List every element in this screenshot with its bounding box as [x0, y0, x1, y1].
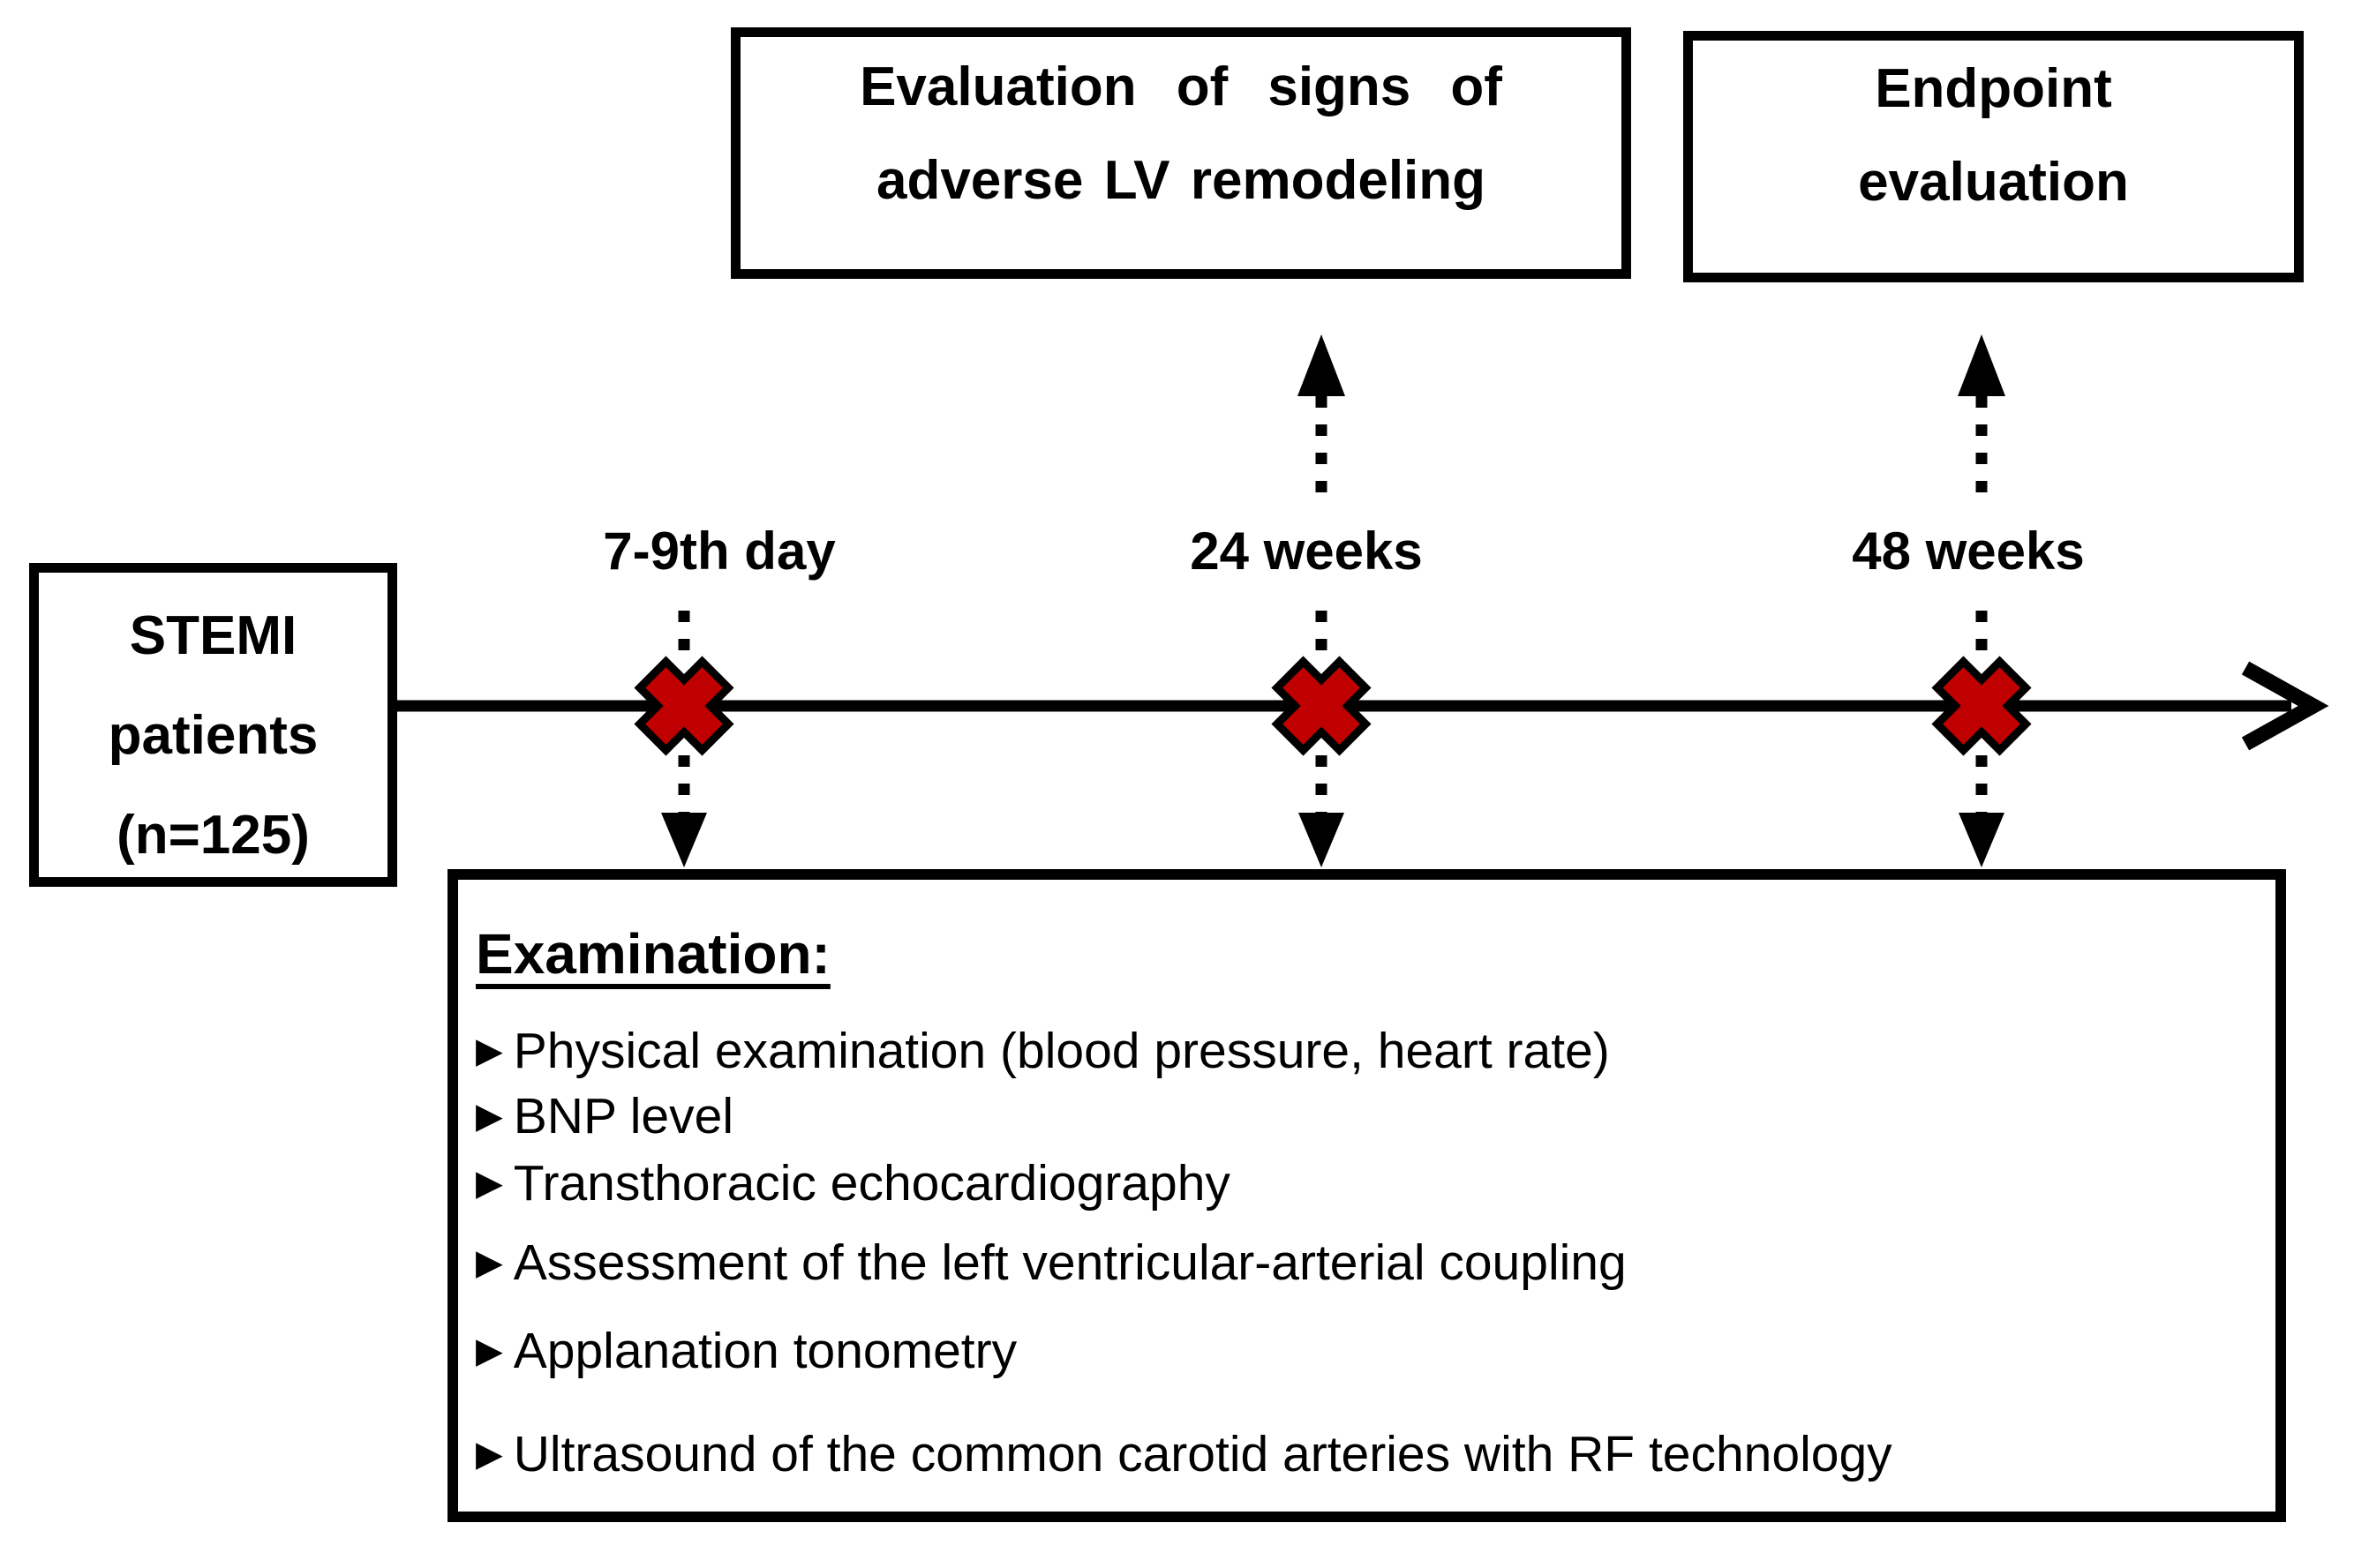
bullet-triangle-icon: ▶	[476, 1243, 503, 1282]
examination-item-text: Applanation tonometry	[513, 1323, 1018, 1379]
population-box: STEMI patients (n=125)	[29, 563, 397, 887]
evaluation-box-line2: adverse LV remodeling	[876, 150, 1486, 211]
examination-item-text: BNP level	[513, 1088, 734, 1144]
examination-box: Examination: ▶ Physical examination (blo…	[447, 869, 2286, 1522]
evaluation-box: Evaluation of signs of adverse LV remode…	[731, 27, 1631, 279]
bullet-triangle-icon: ▶	[476, 1332, 503, 1370]
timeline-right-arrowhead-icon	[2241, 661, 2329, 751]
examination-heading: Examination:	[476, 922, 831, 986]
up-arrowhead-icon	[1297, 334, 1345, 396]
examination-item: ▶ Ultrasound of the common carotid arter…	[476, 1422, 2275, 1487]
timepoint-label-7-9th-day: 7-9th day	[603, 521, 836, 581]
examination-item-text: Ultrasound of the common carotid arterie…	[513, 1426, 1892, 1482]
down-arrowhead-icon	[1959, 813, 2004, 867]
examination-item: ▶ Physical examination (blood pressure, …	[476, 1018, 2275, 1084]
bullet-triangle-icon: ▶	[476, 1164, 503, 1203]
endpoint-box-line1: Endpoint	[1875, 58, 2112, 119]
timepoint-label-24-weeks: 24 weeks	[1190, 521, 1423, 581]
bullet-triangle-icon: ▶	[476, 1032, 503, 1070]
timepoint-x-marker-icon	[634, 656, 734, 756]
down-arrowhead-icon	[661, 813, 707, 867]
endpoint-box-line2: evaluation	[1858, 152, 2129, 213]
examination-item: ▶ BNP level	[476, 1084, 2275, 1149]
population-box-line2: patients	[108, 705, 319, 766]
examination-item: ▶ Transthoracic echocardiography	[476, 1151, 2275, 1216]
examination-item-text: Assessment of the left ventricular-arter…	[513, 1234, 1627, 1291]
timepoint-x-marker-icon	[1931, 656, 2032, 756]
timepoint-x-marker-icon	[1271, 656, 1372, 756]
population-box-line3: (n=125)	[117, 805, 310, 866]
endpoint-box: Endpoint evaluation	[1683, 31, 2304, 282]
examination-item: ▶ Applanation tonometry	[476, 1318, 2275, 1384]
down-arrowhead-icon	[1298, 813, 1344, 867]
population-box-line1: STEMI	[129, 605, 297, 666]
up-arrowhead-icon	[1958, 334, 2005, 396]
bullet-triangle-icon: ▶	[476, 1097, 503, 1136]
examination-item-text: Transthoracic echocardiography	[513, 1155, 1230, 1212]
examination-list: ▶ Physical examination (blood pressure, …	[476, 1018, 2275, 1487]
bullet-triangle-icon: ▶	[476, 1435, 503, 1474]
evaluation-box-line1: Evaluation of signs of	[860, 56, 1502, 117]
timepoint-label-48-weeks: 48 weeks	[1852, 521, 2085, 581]
examination-item: ▶ Assessment of the left ventricular-art…	[476, 1230, 2275, 1295]
examination-item-text: Physical examination (blood pressure, he…	[513, 1023, 1610, 1079]
